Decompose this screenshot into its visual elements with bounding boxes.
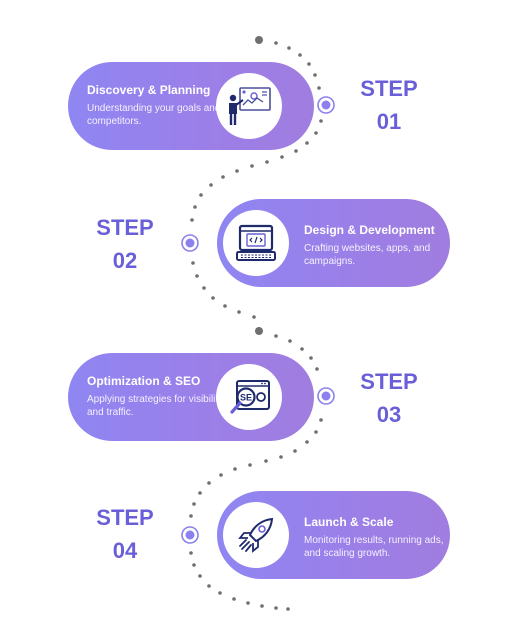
step-label-03: STEP 03: [344, 365, 434, 431]
step-marker-01: [317, 96, 335, 114]
step-word: STEP: [96, 215, 154, 240]
step-word: STEP: [360, 369, 418, 394]
step-number: 04: [112, 538, 138, 563]
step-number: 03: [376, 402, 402, 427]
step-description: Monitoring results, running ads, and sca…: [304, 535, 444, 559]
step-card-04: Launch & Scale Monitoring results, runni…: [217, 491, 450, 579]
step-title: Launch & Scale: [304, 515, 394, 529]
step-card-03: Optimization & SEO Applying strategies f…: [68, 353, 314, 441]
step-word: STEP: [360, 76, 418, 101]
step-description: Applying strategies for visibility and t…: [87, 394, 224, 418]
presentation-icon: [229, 87, 271, 125]
step-number: 01: [376, 109, 402, 134]
icon-badge: SE: [216, 364, 282, 430]
step-word: STEP: [96, 505, 154, 530]
icon-badge: [216, 73, 282, 139]
step-marker-03: [317, 387, 335, 405]
svg-text:SE: SE: [240, 393, 252, 403]
step-marker-04: [181, 526, 199, 544]
rocket-icon: [238, 517, 274, 553]
step-description: Understanding your goals and competitors…: [87, 103, 221, 127]
step-marker-02: [181, 234, 199, 252]
icon-badge: [223, 502, 289, 568]
step-card-01: Discovery & Planning Understanding your …: [68, 62, 314, 150]
step-title: Design & Development: [304, 223, 435, 237]
step-number: 02: [112, 248, 138, 273]
icon-badge: [223, 210, 289, 276]
step-label-02: STEP 02: [80, 211, 170, 277]
step-label-04: STEP 04: [80, 501, 170, 567]
step-description: Crafting websites, apps, and campaigns.: [304, 243, 431, 267]
step-title: Optimization & SEO: [87, 374, 201, 388]
step-label-01: STEP 01: [344, 72, 434, 138]
laptop-code-icon: [236, 224, 276, 261]
step-card-02: Design & Development Crafting websites, …: [217, 199, 450, 287]
step-title: Discovery & Planning: [87, 83, 211, 97]
seo-magnifier-icon: SE: [230, 380, 270, 414]
